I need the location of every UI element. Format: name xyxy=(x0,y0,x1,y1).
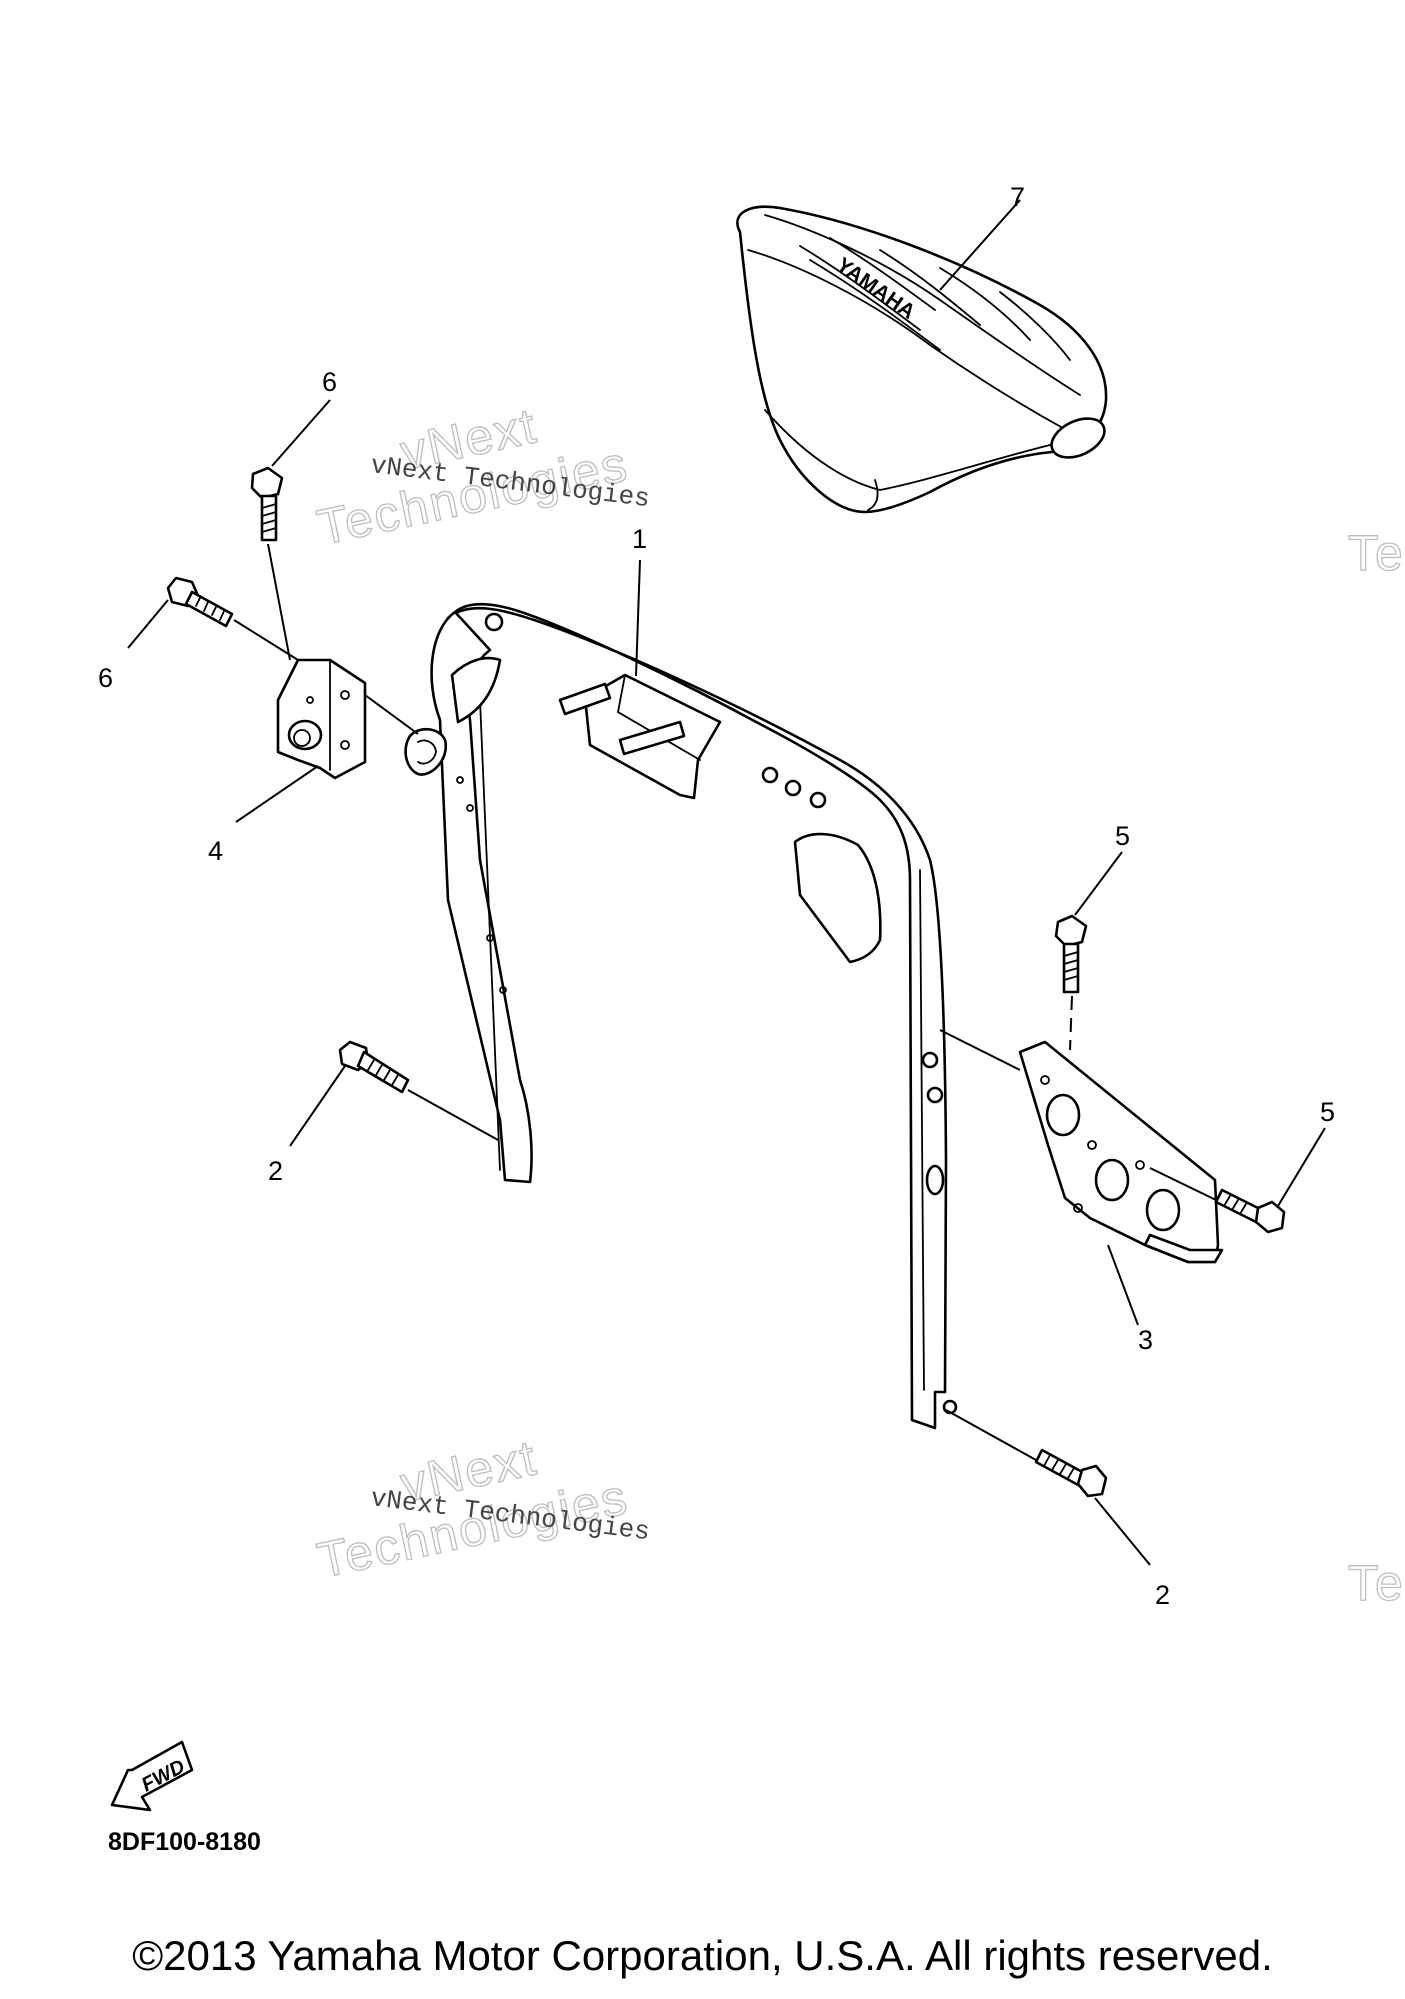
watermark-lower: vNext Technologies vNext Technologies xyxy=(312,1429,651,1590)
watermark-edge-lower: Te xyxy=(1348,1555,1405,1611)
copyright-notice: ©2013 Yamaha Motor Corporation, U.S.A. A… xyxy=(132,1932,1273,1979)
callout-5-lower: 5 xyxy=(1320,1097,1335,1127)
watermark-upper: vNext Technologies vNext Technologies xyxy=(312,397,651,557)
bolt-5-upper xyxy=(1054,914,1088,994)
callout-3: 3 xyxy=(1138,1325,1153,1355)
bolt-2-left xyxy=(338,1040,410,1094)
bolt-2-right xyxy=(1034,1448,1108,1498)
callout-1: 1 xyxy=(632,524,647,554)
callout-2-left: 2 xyxy=(268,1156,283,1186)
callout-5-upper: 5 xyxy=(1115,821,1130,851)
watermark-edge-upper: Te xyxy=(1348,525,1405,581)
part-3-bracket xyxy=(1018,1040,1224,1264)
callout-7: 7 xyxy=(1010,182,1025,212)
callout-numbers: 1 2 2 3 4 5 5 6 6 7 xyxy=(98,182,1335,1610)
diagram-code: 8DF100-8180 xyxy=(108,1828,261,1856)
part-7-seat: YAMAHA xyxy=(736,205,1108,514)
fwd-direction-arrow: FWD xyxy=(110,1740,194,1812)
bolt-6-upper xyxy=(250,466,284,542)
callout-4: 4 xyxy=(208,836,223,866)
assembly-lines xyxy=(233,543,1217,1461)
bolt-5-lower xyxy=(1214,1188,1286,1234)
part-1-handle-pole xyxy=(404,602,958,1430)
bolt-6-lower xyxy=(166,576,234,628)
callout-6-upper: 6 xyxy=(322,367,337,397)
callout-2-right: 2 xyxy=(1155,1580,1170,1610)
part-4-bracket xyxy=(276,658,367,780)
callout-6-lower: 6 xyxy=(98,663,113,693)
callout-leaders xyxy=(127,199,1326,1566)
